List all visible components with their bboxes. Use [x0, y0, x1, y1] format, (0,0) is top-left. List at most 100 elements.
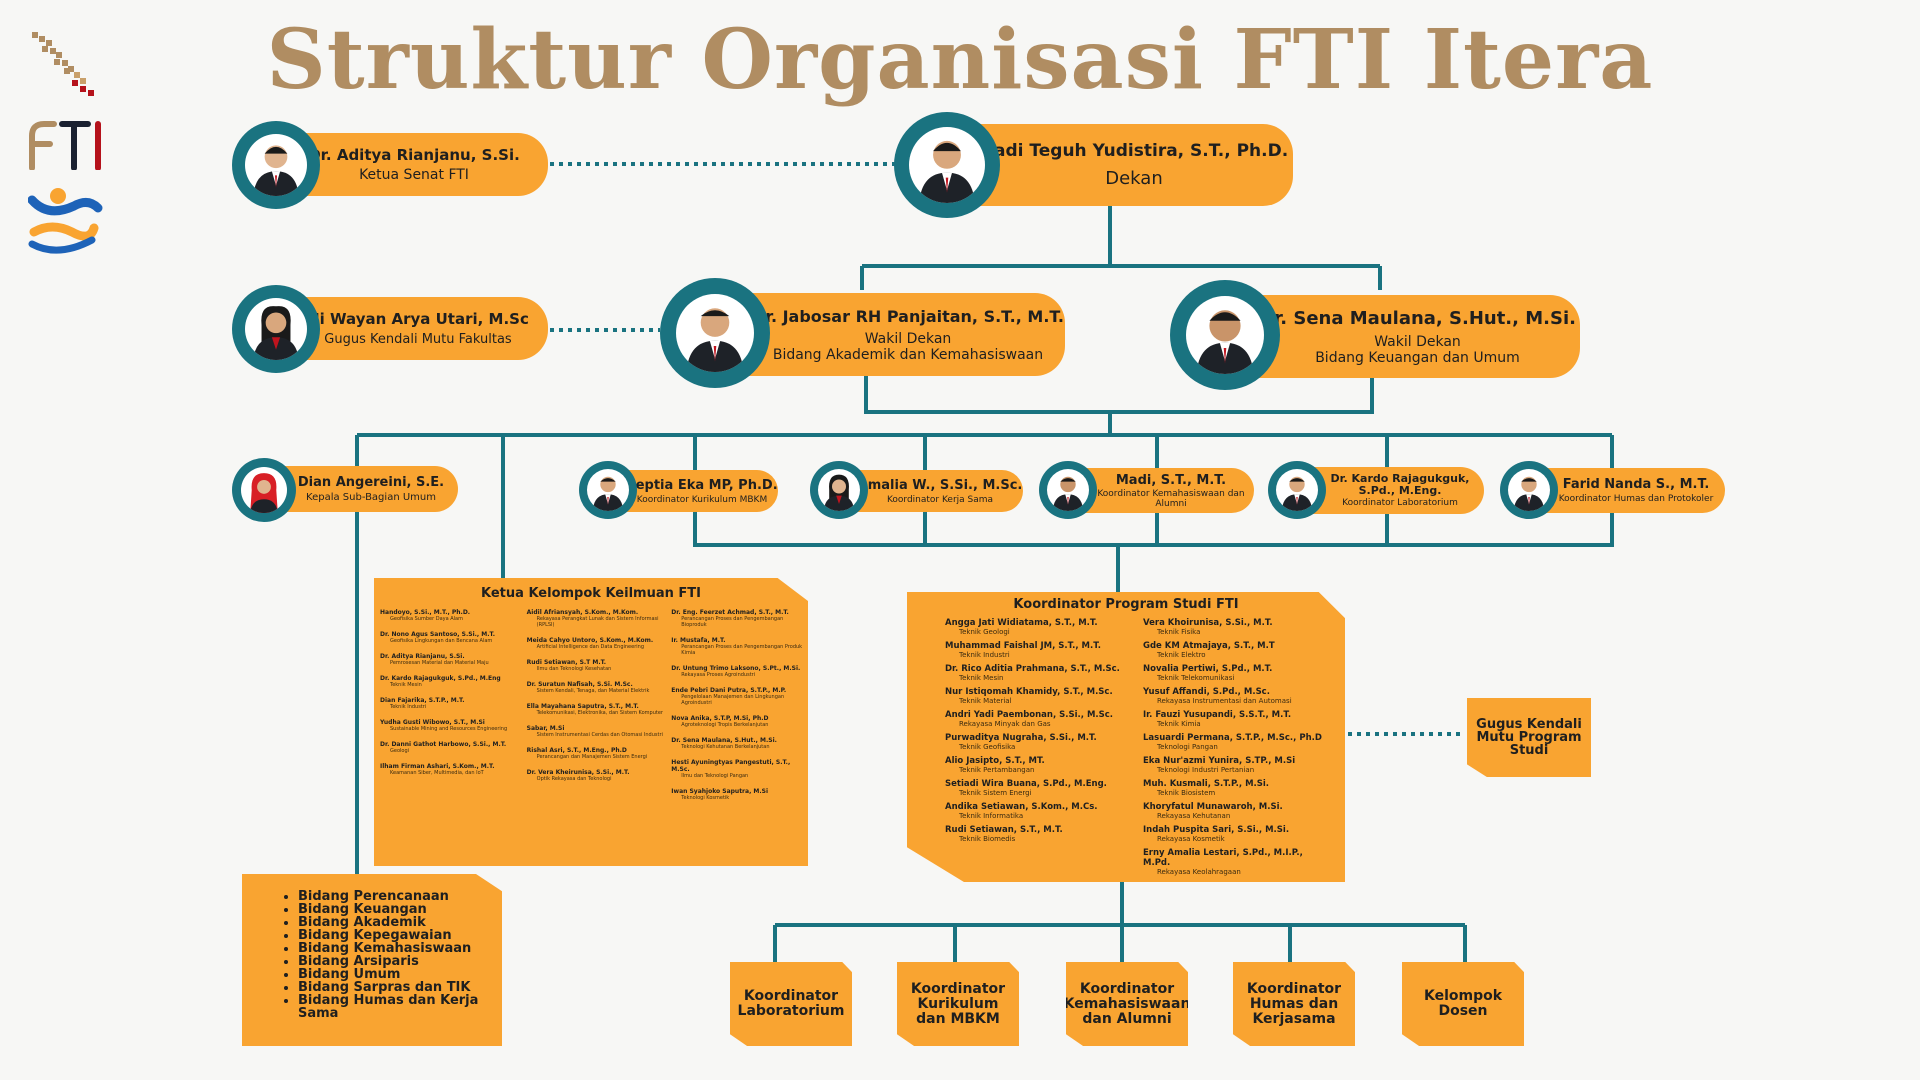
member-field: Rekayasa Instrumentasi dan Automasi — [1157, 697, 1292, 705]
coord-name-4: Dr. Kardo Rajagukguk, S.Pd., M.Eng. — [1330, 472, 1470, 497]
list-item: Purwaditya Nugraha, S.Si., M.T.Teknik Ge… — [945, 733, 1131, 752]
dekan-role: Dekan — [1105, 168, 1163, 189]
bidang-item: Bidang Keuangan — [298, 903, 502, 916]
member-field: Teknologi Industri Pertanian — [1157, 766, 1255, 774]
bidang-card: Bidang PerencanaanBidang KeuanganBidang … — [242, 874, 502, 1046]
member-field: Teknik Pertambangan — [959, 766, 1035, 774]
bottom-box-1: Koordinator Laboratorium — [730, 962, 852, 1046]
member-field: Teknik Mesin — [390, 682, 422, 688]
coord-pill-1: Septia Eka MP, Ph.D. Koordinator Kurikul… — [612, 470, 778, 512]
dekan-name: Hadi Teguh Yudistira, S.T., Ph.D. — [979, 141, 1289, 161]
list-item: Dian Fajarika, S.T.P., M.T.Teknik Indust… — [380, 697, 519, 710]
wd2-name: Dr. Sena Maulana, S.Hut., M.Si. — [1259, 307, 1576, 329]
member-name: Meida Cahyo Untoro, S.Kom., M.Kom. — [526, 637, 654, 644]
member-field: Rekayasa Kosmetik — [1157, 835, 1225, 843]
member-name: Ella Mayahana Saputra, S.T., M.T. — [526, 703, 639, 710]
list-item: Dr. Rico Aditia Prahmana, S.T., M.Sc.Tek… — [945, 664, 1131, 683]
coord-role-2: Koordinator Kerja Sama — [886, 494, 994, 505]
coord-avatar-2 — [810, 461, 868, 519]
fti-text-logo-icon — [29, 121, 101, 170]
kps-card: Koordinator Program Studi FTI Angga Jati… — [907, 592, 1345, 882]
list-item: Rudi Setiawan, S.T., M.T.Teknik Biomedis — [945, 825, 1131, 844]
member-field: Teknik Telekomunikasi — [1157, 674, 1235, 682]
list-item: Yusuf Affandi, S.Pd., M.Sc.Rekayasa Inst… — [1143, 687, 1333, 706]
list-item: Dr. Nono Agus Santoso, S.Si., M.T.Geofis… — [380, 631, 519, 644]
bidang-item: Bidang Sarpras dan TIK — [298, 981, 502, 994]
list-item: Muh. Kusmali, S.T.P., M.Si.Teknik Biosis… — [1143, 779, 1333, 798]
bottom-label-3: Koordinator Kemahasiswaan dan Alumni — [1063, 980, 1191, 1027]
list-item: Rudi Setiawan, S.T M.T.Ilmu dan Teknolog… — [527, 659, 664, 672]
dekan-avatar — [894, 112, 1000, 218]
person-icon — [823, 474, 855, 511]
member-name: Purwaditya Nugraha, S.Si., M.T. — [945, 733, 1097, 743]
list-item: Ella Mayahana Saputra, S.T., M.T.Telekom… — [527, 703, 664, 716]
member-field: Sistem Instrumentasi Cerdas dan Otomasi … — [536, 732, 663, 738]
member-field: Ilmu dan Teknologi Pangan — [681, 773, 749, 779]
list-column: Handoyo, S.Si., M.T., Ph.D.Geofisika Sum… — [380, 609, 519, 810]
member-field: Sustainable Mining and Resources Enginee… — [390, 726, 508, 732]
coord-name-3: Madi, S.T., M.T. — [1115, 472, 1227, 488]
bottom-label-5: Kelompok Dosen — [1423, 988, 1503, 1019]
member-name: Iwan Syahjoko Saputra, M.Si — [671, 788, 769, 795]
dekan-pill: Hadi Teguh Yudistira, S.T., Ph.D. Dekan — [955, 124, 1293, 206]
coord-avatar-3 — [1039, 461, 1097, 519]
list-item: Dr. Aditya Rianjanu, S.Si.Pemrosesan Mat… — [380, 653, 519, 666]
member-name: Andri Yadi Paembonan, S.Si., M.Sc. — [945, 710, 1114, 720]
list-item: Erny Amalia Lestari, S.Pd., M.I.P., M.Pd… — [1143, 848, 1333, 877]
kasubag-pill: Dian Angereini, S.E. Kepala Sub-Bagian U… — [262, 466, 458, 512]
person-icon — [250, 473, 278, 513]
member-field: Teknik Informatika — [959, 812, 1024, 820]
member-name: Dr. Vera Kheirunisa, S.Si., M.T. — [526, 769, 630, 776]
coord-avatar-5 — [1500, 461, 1558, 519]
member-name: Lasuardi Permana, S.T.P., M.Sc., Ph.D — [1143, 733, 1322, 743]
coord-role-3: Koordinator Kemahasiswaan dan Alumni — [1097, 488, 1245, 509]
member-name: Novalia Pertiwi, S.Pd., M.T. — [1143, 664, 1273, 674]
kasubag-avatar — [232, 458, 296, 522]
bidang-item: Bidang Umum — [298, 968, 502, 981]
member-field: Geofisika Lingkungan dan Bencana Alam — [390, 638, 493, 644]
kps-grid: Angga Jati Widiatama, S.T., M.T.Teknik G… — [907, 612, 1345, 881]
member-field: Teknologi Kosmetik — [681, 795, 730, 801]
bottom-box-5: Kelompok Dosen — [1402, 962, 1524, 1046]
list-item: Hesti Ayuningtyas Pangestuti, S.T., M.Sc… — [671, 759, 804, 779]
member-name: Dr. Kardo Rajagukguk, S.Pd., M.Eng — [380, 675, 501, 682]
list-item: Muhammad Faishal JM, S.T., M.T.Teknik In… — [945, 641, 1131, 660]
gkm-fakultas-avatar — [232, 285, 320, 373]
coord-role-4: Koordinator Laboratorium — [1342, 498, 1458, 508]
wd1-name: Dr. Jabosar RH Panjaitan, S.T., M.T. — [752, 306, 1064, 326]
coord-pill-5: Farid Nanda S., M.T. Koordinator Humas d… — [1533, 468, 1725, 513]
member-name: Yusuf Affandi, S.Pd., M.Sc. — [1143, 687, 1270, 697]
kasubag-role: Kepala Sub-Bagian Umum — [306, 492, 436, 503]
member-field: Teknik Fisika — [1157, 628, 1201, 636]
member-name: Dr. Sena Maulana, S.Hut., M.Si. — [671, 737, 777, 744]
wd1-role2: Bidang Akademik dan Kemahasiswaan — [772, 346, 1044, 363]
coord-pill-3: Madi, S.T., M.T. Koordinator Kemahasiswa… — [1074, 468, 1254, 513]
member-name: Andika Setiawan, S.Kom., M.Cs. — [945, 802, 1098, 812]
member-field: Artificial Intelligence dan Data Enginee… — [536, 644, 645, 650]
member-name: Dr. Suratun Nafisah, S.Si. M.Sc. — [526, 681, 633, 688]
list-item: Meida Cahyo Untoro, S.Kom., M.Kom.Artifi… — [527, 637, 664, 650]
bottom-label-2: Koordinator Kurikulum dan MBKM — [910, 980, 1006, 1027]
member-name: Alio Jasipto, S.T., MT. — [945, 756, 1045, 766]
gkm-fakultas-role: Gugus Kendali Mutu Fakultas — [324, 332, 512, 347]
list-item: Ir. Mustafa, M.T.Perancangan Proses dan … — [671, 637, 804, 656]
person-icon — [686, 308, 744, 372]
bidang-item: Bidang Perencanaan — [298, 890, 502, 903]
member-name: Hesti Ayuningtyas Pangestuti, S.T., M.Sc… — [671, 759, 791, 773]
bottom-label-1: Koordinator Laboratorium — [737, 988, 845, 1019]
member-field: Keamanan Siber, Multimedia, dan IoT — [390, 770, 484, 776]
list-item: Aidil Afriansyah, S.Kom., M.Kom.Rekayasa… — [527, 609, 664, 628]
member-name: Ende Pebri Dani Putra, S.T.P., M.P. — [671, 687, 787, 694]
person-icon — [592, 476, 624, 511]
member-field: Pemrosesan Material dan Material Maju — [390, 660, 489, 666]
list-column: Aidil Afriansyah, S.Kom., M.Kom.Rekayasa… — [527, 609, 664, 810]
list-item: Dr. Sena Maulana, S.Hut., M.Si.Teknologi… — [671, 737, 804, 750]
member-field: Rekayasa Perangkat Lunak dan Sistem Info… — [536, 616, 659, 628]
kasubag-name: Dian Angereini, S.E. — [297, 475, 445, 490]
person-icon — [1513, 476, 1545, 511]
list-item: Ir. Fauzi Yusupandi, S.S.T., M.T.Teknik … — [1143, 710, 1333, 729]
list-item: Angga Jati Widiatama, S.T., M.T.Teknik G… — [945, 618, 1131, 637]
